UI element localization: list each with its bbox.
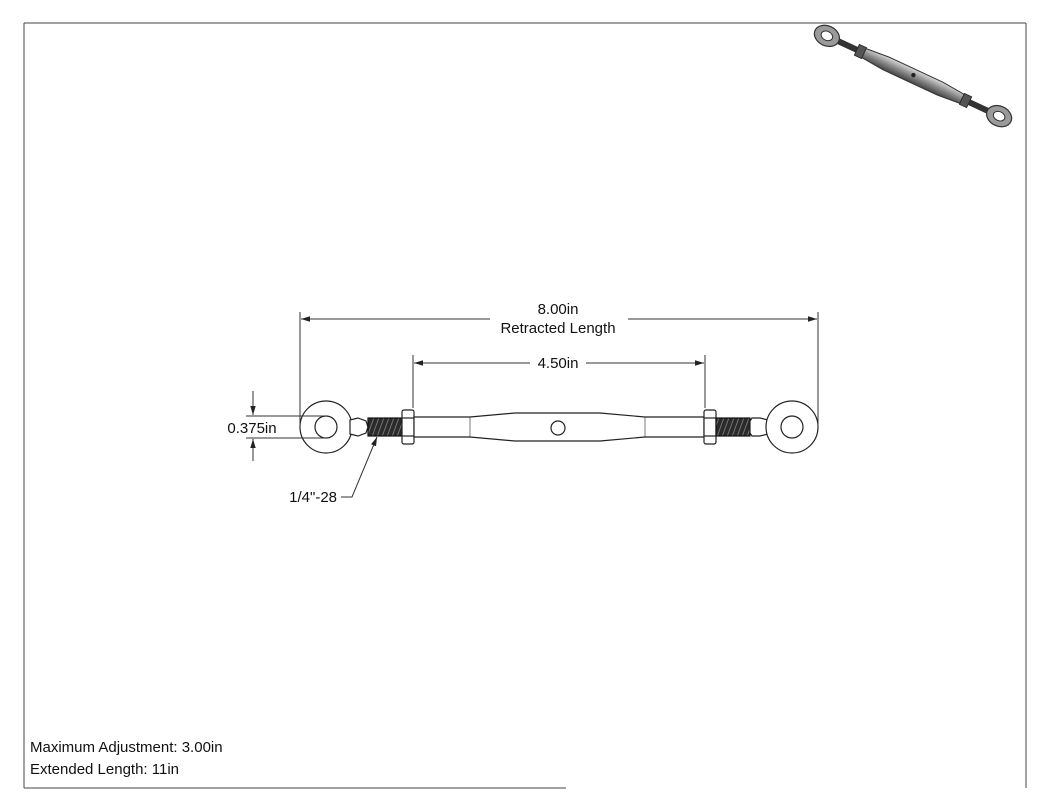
right-thread xyxy=(715,417,751,437)
eye-diameter-value: 0.375in xyxy=(227,420,276,437)
left-eye-neck xyxy=(349,417,369,437)
right-eye-neck xyxy=(749,417,769,437)
turnbuckle-front-view xyxy=(299,400,819,454)
thread-callout-leader xyxy=(341,436,378,498)
sheet-border xyxy=(23,22,1027,789)
thread-spec: 1/4"-28 xyxy=(289,489,337,506)
left-thread xyxy=(367,417,403,437)
body-length-value: 4.50in xyxy=(538,355,579,372)
right-jam-nut xyxy=(703,409,717,445)
body-center-hole xyxy=(550,420,566,436)
eye-diameter-dimension xyxy=(246,391,326,461)
right-eye-hole xyxy=(780,415,804,439)
isometric-view xyxy=(813,24,1013,128)
extended-length-note: Extended Length: 11in xyxy=(30,761,180,778)
left-jam-nut xyxy=(401,409,415,445)
overall-length-label: Retracted Length xyxy=(500,320,615,337)
max-adjustment-note: Maximum Adjustment: 3.00in xyxy=(30,739,223,756)
overall-length-value: 8.00in xyxy=(538,301,579,318)
left-eye-hole xyxy=(314,415,338,439)
